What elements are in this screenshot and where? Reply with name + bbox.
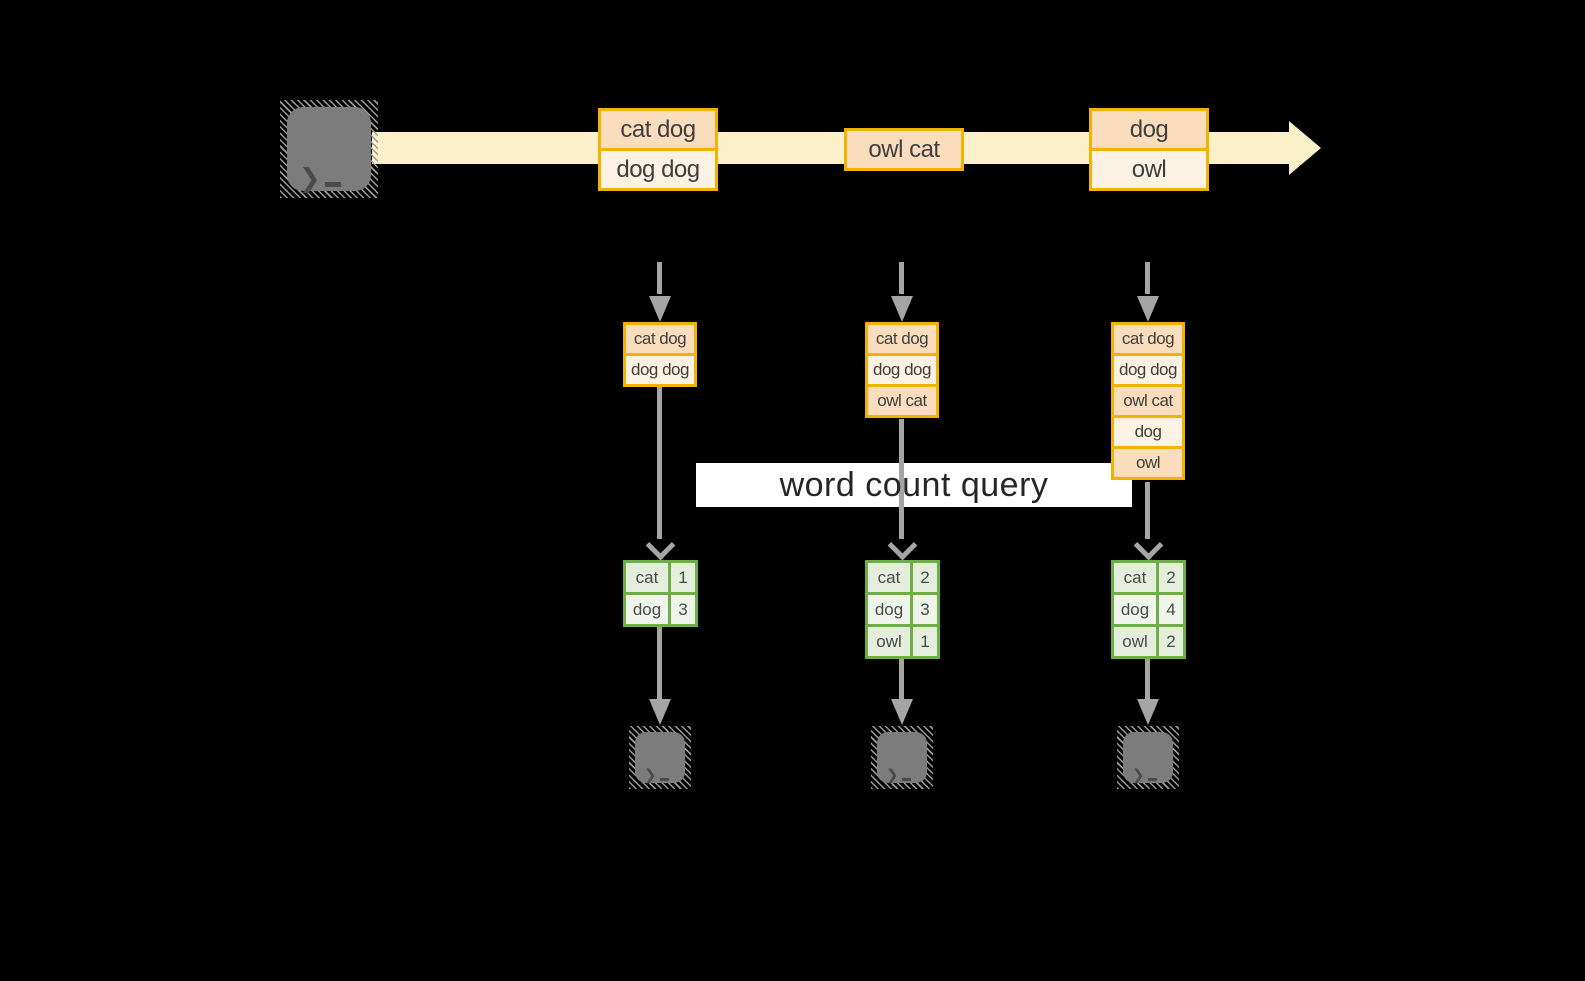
stream-record: dog	[1092, 111, 1206, 148]
terminal-icon-body: ❯	[635, 732, 685, 783]
wordcount-word-cell: owl	[868, 627, 910, 656]
terminal-underscore-icon	[659, 778, 669, 781]
terminal-prompt-icon: ❯	[299, 120, 341, 191]
sink-terminal-icon: ❯	[1117, 726, 1179, 789]
terminal-underscore-icon	[324, 182, 341, 187]
connector-arrowhead-icon	[1137, 699, 1159, 725]
connector-arrowhead-icon	[887, 530, 918, 561]
terminal-icon-body: ❯	[1123, 732, 1173, 783]
stream-record: cat dog	[601, 111, 715, 148]
stream-record: owl cat	[847, 131, 961, 168]
terminal-prompt-icon: ❯	[886, 741, 911, 783]
wordcount-count-cell: 2	[1159, 563, 1183, 592]
wordcount-table: cat 2 dog 4 owl 2	[1111, 560, 1186, 659]
wordcount-count-cell: 3	[913, 595, 937, 624]
wordcount-count-cell: 1	[913, 627, 937, 656]
query-label-box	[696, 463, 1132, 507]
input-buffer-box: cat dog dog dog owl cat	[865, 322, 939, 418]
connector-arrowhead-icon	[891, 699, 913, 725]
wordcount-count-cell: 1	[671, 563, 695, 592]
wordcount-table: cat 2 dog 3 owl 1	[865, 560, 940, 659]
terminal-prompt-icon: ❯	[1132, 741, 1157, 783]
connector-arrowhead-icon	[1133, 530, 1164, 561]
stream-record: dog dog	[601, 151, 715, 188]
stream-record-box: dog owl	[1089, 108, 1209, 191]
input-record: owl	[1114, 449, 1182, 477]
wordcount-word-cell: owl	[1114, 627, 1156, 656]
wordcount-word-cell: dog	[868, 595, 910, 624]
connector-line	[1145, 482, 1150, 539]
wordcount-count-cell: 3	[671, 595, 695, 624]
input-buffer-box: cat dog dog dog owl cat dog owl	[1111, 322, 1185, 480]
dashed-arrow-head-icon	[1137, 296, 1159, 322]
wordcount-word-cell: cat	[626, 563, 668, 592]
wordcount-word-cell: dog	[1114, 595, 1156, 624]
terminal-icon-body: ❯	[877, 732, 927, 783]
input-record: dog dog	[868, 356, 936, 384]
terminal-underscore-icon	[1147, 778, 1157, 781]
stream-arrowhead-icon	[1289, 121, 1321, 175]
connector-arrowhead-icon	[649, 699, 671, 725]
dashed-arrow-segment	[899, 262, 904, 294]
wordcount-count-cell: 4	[1159, 595, 1183, 624]
connector-line	[657, 387, 662, 539]
connector-arrowhead-icon	[645, 530, 676, 561]
connector-line	[1145, 657, 1150, 701]
connector-line	[899, 657, 904, 701]
wordcount-count-cell: 2	[913, 563, 937, 592]
source-terminal-icon: ❯	[280, 100, 378, 198]
wordcount-word-cell: dog	[626, 595, 668, 624]
wordcount-word-cell: cat	[1114, 563, 1156, 592]
dashed-arrow-segment	[1145, 262, 1150, 294]
dashed-arrow-head-icon	[891, 296, 913, 322]
terminal-underscore-icon	[901, 778, 911, 781]
input-buffer-box: cat dog dog dog	[623, 322, 697, 387]
input-record: dog dog	[626, 356, 694, 384]
wordcount-table: cat 1 dog 3	[623, 560, 698, 627]
wordcount-count-cell: 2	[1159, 627, 1183, 656]
sink-terminal-icon: ❯	[871, 726, 933, 789]
input-record: cat dog	[626, 325, 694, 353]
stream-record-box: owl cat	[844, 128, 964, 171]
sink-terminal-icon: ❯	[629, 726, 691, 789]
stream-record-box: cat dog dog dog	[598, 108, 718, 191]
query-label: word count query	[779, 465, 1049, 504]
input-record: owl cat	[1114, 387, 1182, 415]
stream-record: owl	[1092, 151, 1206, 188]
input-record: cat dog	[1114, 325, 1182, 353]
input-record: dog	[1114, 418, 1182, 446]
input-record: cat dog	[868, 325, 936, 353]
terminal-icon-body: ❯	[287, 107, 371, 191]
terminal-prompt-icon: ❯	[644, 741, 669, 783]
connector-line	[657, 625, 662, 701]
connector-line	[899, 419, 904, 539]
dashed-arrow-head-icon	[649, 296, 671, 322]
input-record: owl cat	[868, 387, 936, 415]
input-record: dog dog	[1114, 356, 1182, 384]
dashed-arrow-segment	[657, 262, 662, 294]
wordcount-word-cell: cat	[868, 563, 910, 592]
